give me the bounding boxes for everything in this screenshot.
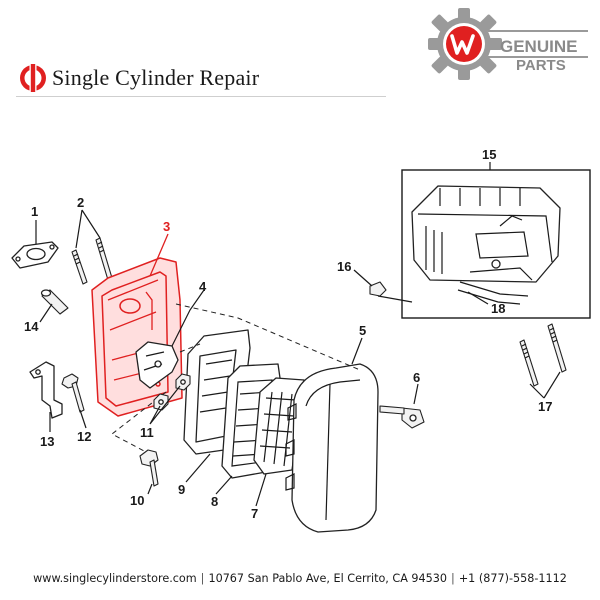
callout-18: 18 (491, 301, 505, 316)
part-14-pin[interactable] (40, 289, 69, 315)
alignment-line-upper (175, 303, 361, 371)
genuine-parts-badge: GENUINE PARTS (428, 8, 588, 80)
callout-8: 8 (211, 494, 218, 509)
callout-16: 16 (337, 259, 351, 274)
footer-phone-link[interactable]: +1 (877)-558-1112 (458, 572, 567, 585)
part-1-gasket[interactable] (11, 241, 59, 269)
footer-address: 10767 San Pablo Ave, El Cerrito, CA 9453… (208, 572, 448, 585)
part-3-muffler-bracket[interactable] (91, 257, 183, 417)
callout-2: 2 (77, 195, 84, 210)
brand-logo-icon (20, 63, 46, 93)
callout-9: 9 (178, 482, 185, 497)
footer-contact: www.singlecylinderstore.com|10767 San Pa… (0, 572, 600, 585)
callout-3: 3 (163, 219, 170, 234)
badge-line2: PARTS (516, 57, 566, 74)
part-13-bracket[interactable] (29, 361, 63, 419)
callout-5: 5 (359, 323, 366, 338)
callout-14: 14 (24, 319, 39, 334)
part-10-bolt[interactable] (139, 449, 159, 487)
part-4-heat-shield[interactable] (135, 341, 179, 389)
footer-website-link[interactable]: www.singlecylinderstore.com (33, 572, 197, 585)
part-12-bolt[interactable] (61, 373, 85, 413)
part-5-muffler-cover[interactable] (285, 363, 379, 533)
footer-separator: | (200, 572, 205, 585)
callout-15: 15 (482, 147, 496, 162)
part-16-clip[interactable] (369, 281, 413, 303)
callout-13: 13 (40, 434, 54, 449)
callout-12: 12 (77, 429, 91, 444)
part-2-studs[interactable] (71, 237, 113, 285)
brand-name: Single Cylinder Repair (52, 65, 260, 90)
callout-1: 1 (31, 204, 38, 219)
footer-separator: | (451, 572, 455, 585)
callout-10: 10 (130, 493, 144, 508)
callout-17: 17 (538, 399, 552, 414)
header-divider (16, 96, 386, 97)
alignment-line-mid (179, 343, 201, 353)
part-17-studs[interactable] (519, 323, 567, 387)
callout-7: 7 (251, 506, 258, 521)
part-7-screen[interactable] (253, 377, 305, 475)
callout-4: 4 (199, 279, 207, 294)
callout-11: 11 (140, 425, 154, 440)
callout-6: 6 (413, 370, 420, 385)
gear-icon (428, 8, 502, 80)
part-6-screw[interactable] (379, 405, 425, 429)
brand-header[interactable]: Single Cylinder Repair (18, 58, 259, 98)
leader-lines (35, 162, 561, 507)
part-15-assembly[interactable] (401, 169, 591, 319)
alignment-line-lower (111, 391, 167, 453)
badge-line1: GENUINE (500, 37, 577, 56)
